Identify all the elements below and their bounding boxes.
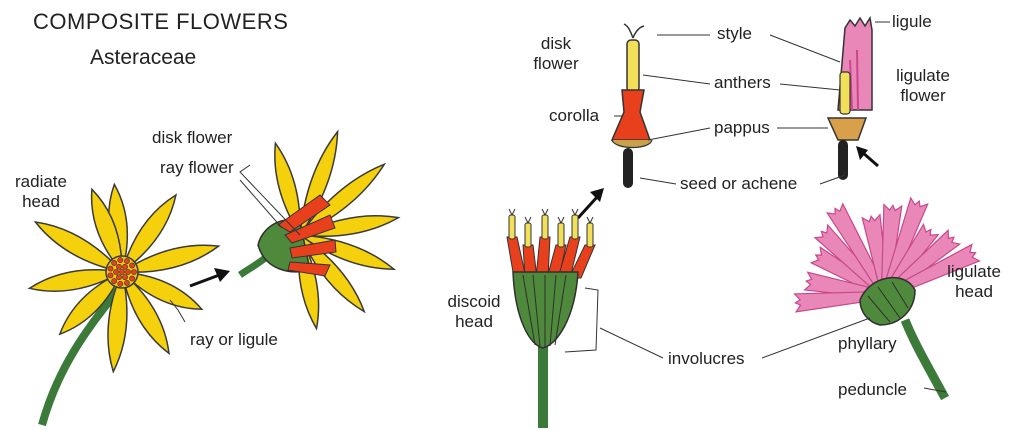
disk-floret: [116, 275, 121, 280]
label-ray-or-ligule: ray or ligule: [190, 330, 278, 350]
page-subtitle: Asteraceae: [90, 48, 196, 68]
label-style: style: [717, 24, 752, 44]
arrow-icon: [856, 146, 878, 166]
disk-floret: [112, 278, 117, 283]
page-title: COMPOSITE FLOWERS: [33, 12, 288, 32]
arrow-icon: [578, 188, 604, 218]
label-radiate-head: radiate head: [8, 172, 74, 212]
disk-floret: [129, 263, 134, 268]
floret-anthers: [509, 215, 515, 239]
disk-floret: [113, 269, 118, 274]
disk-floret: [112, 260, 117, 265]
label-pappus: pappus: [714, 118, 770, 138]
label-ray-flower: ray flower: [160, 158, 234, 178]
radiate-head-side-illustration: [240, 132, 398, 329]
label-phyllary: phyllary: [838, 334, 897, 354]
disk-floret: [116, 264, 121, 269]
disk-flower-illustration: [612, 24, 652, 188]
disk-floret: [122, 275, 127, 280]
label-ligulate-head: ligulate head: [940, 262, 1008, 302]
arrow-icon: [190, 268, 230, 286]
label-seed-or-achene: seed or achene: [680, 174, 797, 194]
disk-floret: [108, 273, 113, 278]
floret-anthers: [572, 215, 578, 239]
label-ligulate-flower: ligulate flower: [885, 66, 961, 106]
disk-floret: [124, 280, 129, 285]
label-discoid-head: discoid head: [444, 292, 504, 332]
label-ligule: ligule: [892, 12, 932, 32]
disk-floret: [124, 258, 129, 263]
disk-floret: [129, 276, 134, 281]
label-anthers: anthers: [714, 73, 771, 93]
label-corolla: corolla: [549, 106, 599, 126]
floret-anthers: [587, 223, 593, 247]
label-disk-flower-right: disk flower: [527, 34, 585, 74]
discoid-head-illustration: [507, 209, 595, 428]
disk-floret: [118, 258, 123, 263]
label-peduncle: peduncle: [838, 380, 907, 400]
floret-anthers: [525, 223, 531, 247]
disk-floret: [122, 264, 127, 269]
discoid-florets: [507, 209, 595, 278]
disk-floret: [118, 281, 123, 286]
radiate-head-illustration: [29, 184, 218, 425]
disk-floret: [119, 269, 124, 274]
label-involucres: involucres: [668, 349, 745, 369]
floret-anthers: [558, 223, 564, 247]
disk-floret: [108, 266, 113, 271]
disk-floret: [131, 269, 136, 274]
disk-floret: [125, 269, 130, 274]
floret-anthers: [542, 215, 548, 239]
label-disk-flower-left: disk flower: [152, 128, 232, 148]
